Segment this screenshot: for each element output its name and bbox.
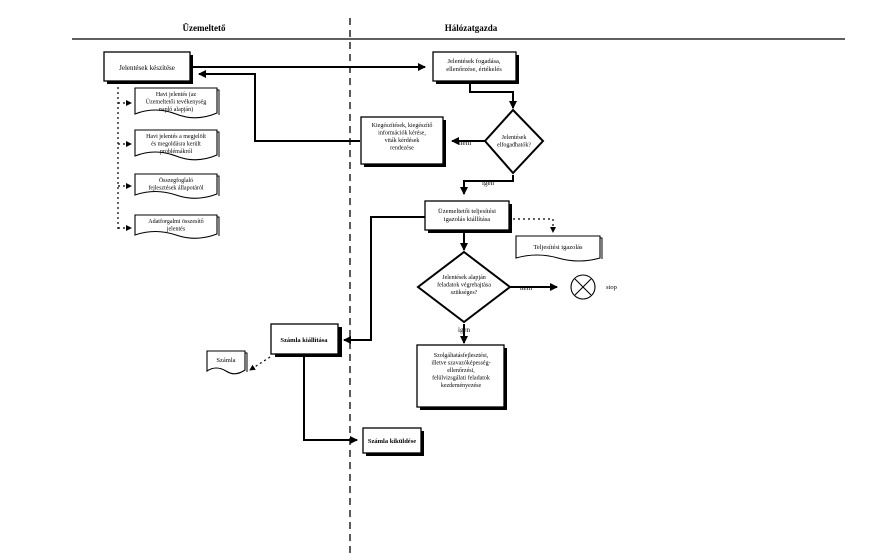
edge-invoice-to-send [303,357,358,444]
label-line: felülvizsgálati feladatok [432,375,490,382]
doc-monthly-errors[interactable]: Havi jelentés a megjelölt és megoldásra k… [134,129,220,161]
label-line: Havi jelentés (az [156,91,197,98]
label-line: Szolgáltatásfejlesztési, [434,352,489,359]
doc-perf-cert[interactable]: Teljesítési igazolás [515,235,603,262]
process-invoice-send-label: Számla kiküldése [368,438,416,445]
label-line: Havi jelentés a megjelölt [146,134,206,140]
doc-monthly-errors-label: Havi jelentés a megjelölt és megoldásra k… [146,134,206,155]
edge-cert-to-doc [513,218,556,233]
label-line: Adatforgalmi összesítő [148,218,203,225]
label-line: Kiegészítések, kiegészítő [372,123,433,129]
process-tasks-label: Szolgáltatásfejlesztési, illetve szavazók… [431,352,490,389]
doc-traffic[interactable]: Adatforgalmi összesítő jelentés [134,214,220,239]
doc-perf-cert-label: Teljesítési igazolás [533,244,583,251]
process-reports-label: Jelentések készítése [119,64,175,72]
edge-info-to-reports [198,70,360,142]
label-line: rendezése [390,146,414,152]
label-line: napló alapján) [159,106,193,113]
swimlane-header: Üzemeltető Hálózatgazda [72,18,845,555]
label-line: Jelentések fogadása, [447,58,500,65]
process-invoice-label: Számla kiállítása [280,337,328,344]
label-line: igazolás kiállítása [444,216,491,223]
label-line: Jelentések alapján [442,275,485,281]
label-line: Teljesítési igazolás [533,244,583,251]
process-invoice[interactable]: Számla kiállítása [270,323,342,357]
label-line: kezdeményezése [441,383,482,389]
label-line: Összegfoglaló [159,177,193,184]
lane-title-operator: Üzemeltető [183,23,226,33]
label-line: Üzemeltetői tevékenység [146,99,206,106]
stop-label: stop [606,284,617,291]
label-line: ellenőrzési, [447,368,475,374]
label-no-2: nem [520,284,533,292]
process-receive[interactable]: Jelentések fogadása,ellenőrzése, értékel… [432,51,519,84]
process-reports[interactable]: Jelentések készítése [103,51,193,84]
label-line: fejlesztések állapotáról [148,185,203,192]
edge-labels: nem igen nem igen [458,139,533,334]
label-yes-2: igen [458,326,471,334]
label-line: jelentés [166,227,186,233]
label-line: viták kérdések [385,138,420,144]
label-line: Számla kiállítása [280,337,328,344]
edge-receive-to-decision1 [469,82,517,109]
process-invoice-send[interactable]: Számla kiküldése [362,427,424,456]
edge-invoice-to-doc [249,356,271,371]
stop-terminator: stop [570,274,617,300]
label-line: és megoldásra került [151,142,201,148]
label-line: Számla [216,357,235,364]
label-no-1: nem [459,139,472,147]
process-tasks[interactable]: Szolgáltatásfejlesztési, illetve szavazók… [416,344,507,410]
label-line: feladatok végrehajtása [437,282,491,289]
edge-cert-to-invoice [343,216,426,344]
label-line: Jelentések [502,135,527,141]
label-line: elfogadhatók? [497,142,531,149]
connectors [117,63,558,444]
label-line: ellenőrzése, értékelés [446,66,502,73]
lane-title-network-owner: Hálózatgazda [445,23,498,33]
label-line: információk kérése, [378,130,426,137]
label-line: Üzemeltetői teljesítési [438,208,496,215]
doc-invoice-label: Számla [216,357,235,364]
edge-decision1-to-cert [460,175,514,195]
label-yes-1: igen [482,179,495,187]
process-receive-label: Jelentések fogadása,ellenőrzése, értékel… [446,58,502,73]
label-line: Számla kiküldése [368,438,416,445]
doc-traffic-label: Adatforgalmi összesítő jelentés [148,218,203,233]
doc-invoice[interactable]: Számla [206,350,248,375]
label-line: problémákról [160,149,193,155]
label-line: Jelentések készítése [119,64,175,72]
label-line: illetve szavazóképesség- [431,361,490,367]
label-line: szükséges? [451,290,478,296]
